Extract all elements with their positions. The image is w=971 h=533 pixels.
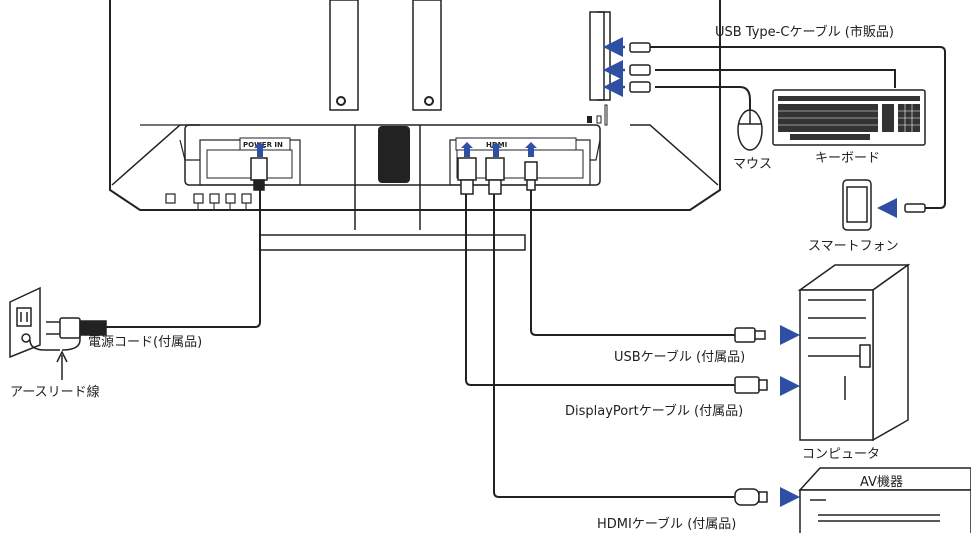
displayport-cable-label: DisplayPortケーブル (付属品): [565, 403, 743, 419]
flow-arrows: [603, 37, 897, 507]
cables: [106, 46, 946, 498]
smartphone-label: スマートフォン: [808, 239, 899, 254]
mouse-label: マウス: [733, 157, 772, 172]
cable-connectors: [250, 157, 538, 195]
computer-label: コンピュータ: [802, 447, 880, 462]
av-device-label: AV機器: [860, 475, 903, 490]
smartphone-icon: [842, 179, 872, 231]
plug-ends: [629, 42, 926, 506]
wall-outlet-icon: [9, 286, 41, 359]
usb-cable-label: USBケーブル (付属品): [614, 349, 745, 365]
keyboard-label: キーボード: [815, 151, 880, 166]
earth-lead-label: アースリード線: [10, 384, 100, 400]
hdmi-cable-label: HDMIケーブル (付属品): [597, 516, 736, 532]
power-plug-icon: [46, 317, 107, 339]
keyboard-icon: [772, 89, 926, 146]
power-in-label: POWER IN: [243, 141, 283, 149]
earth-lead-wire-2: [61, 335, 81, 351]
computer-icon: [797, 263, 911, 442]
earth-lead-wire: [29, 339, 60, 351]
io-port-strip: [455, 137, 577, 151]
port-arrows: [254, 142, 537, 157]
power-port-strip: [239, 137, 291, 151]
earth-arrow-head-icon: [56, 350, 68, 363]
av-device-icon: [798, 467, 971, 533]
monitor-back: [109, 0, 721, 251]
usb-type-c-cable-label: USB Type-Cケーブル (市販品): [715, 24, 894, 40]
power-cord-label: 電源コード(付属品): [88, 335, 202, 350]
mouse-icon: [737, 109, 763, 151]
